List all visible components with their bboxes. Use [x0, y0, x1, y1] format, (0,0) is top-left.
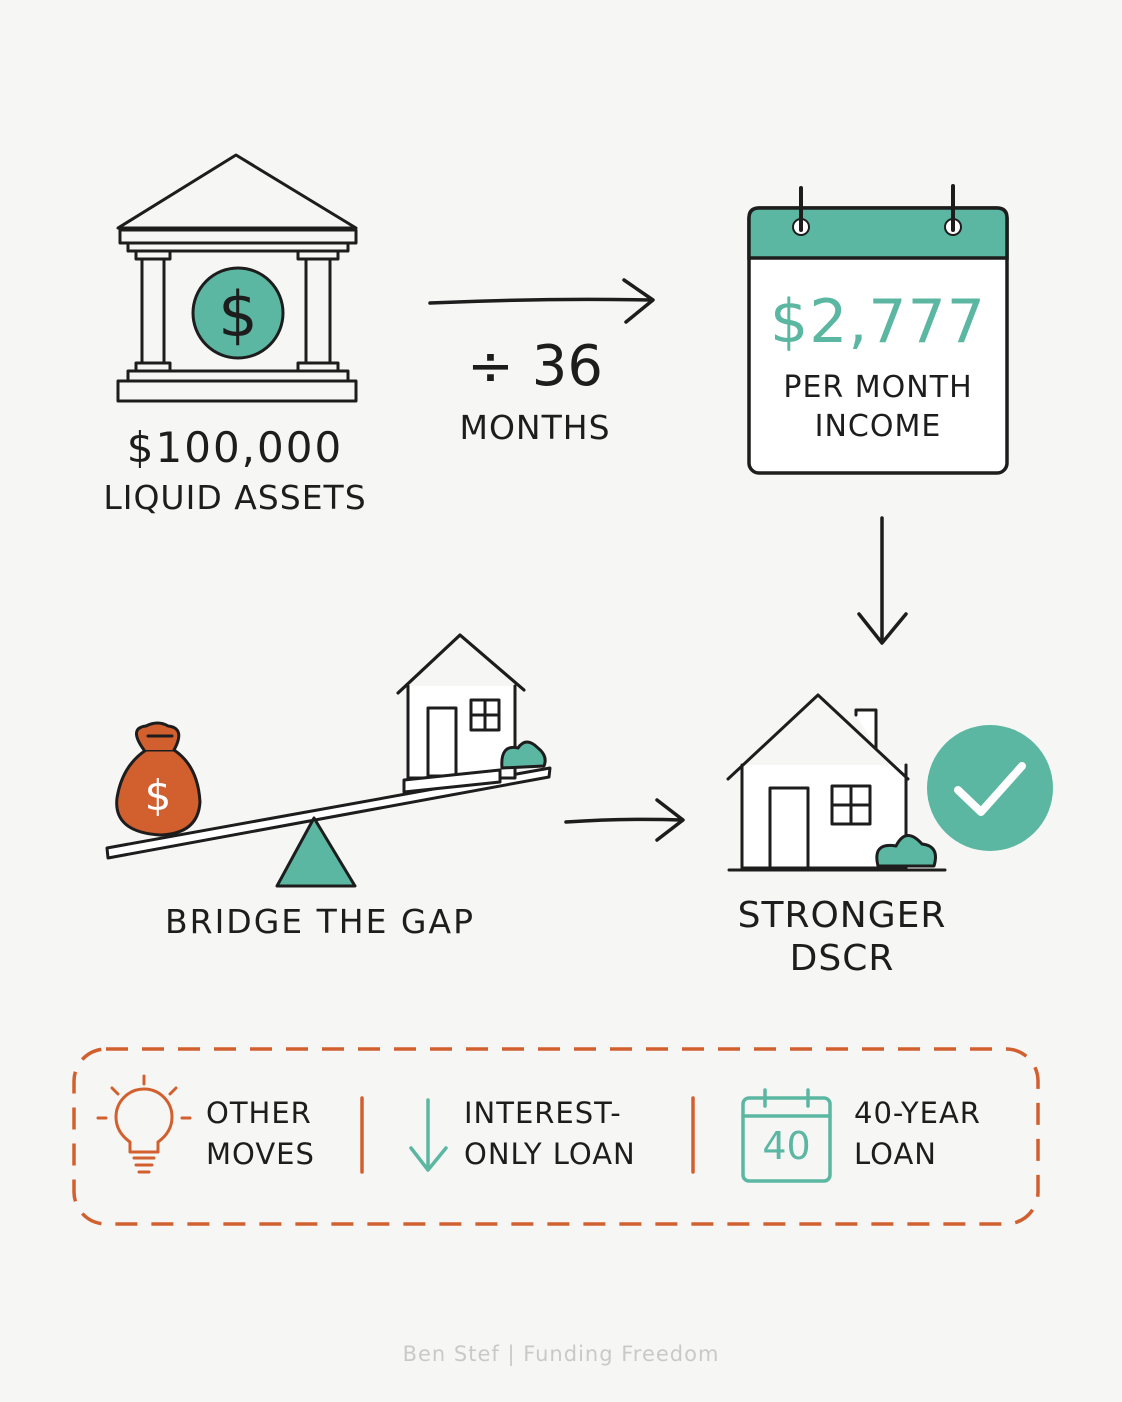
interest-only-text: INTEREST- ONLY LOAN: [464, 1093, 636, 1175]
assets-label: LIQUID ASSETS: [103, 478, 367, 517]
small-house-icon: [396, 633, 526, 695]
bag-dollar-icon: $: [145, 771, 172, 820]
house-icon: [726, 693, 947, 872]
other-moves-line1: OTHER: [206, 1096, 312, 1130]
arrow-right-icon: [428, 278, 655, 324]
calendar-40-badge: 40: [762, 1124, 811, 1168]
interest-only-line2: ONLY LOAN: [464, 1137, 636, 1171]
bridge-label: BRIDGE THE GAP: [165, 902, 475, 941]
assets-amount: $100,000: [126, 423, 344, 472]
seesaw-icon: [105, 633, 552, 888]
other-moves-text: OTHER MOVES: [206, 1093, 315, 1175]
interest-only-line1: INTEREST-: [464, 1096, 622, 1130]
income-amount: $2,777: [770, 287, 986, 357]
forty-year-line2: LOAN: [854, 1137, 937, 1171]
money-bag-icon: [115, 748, 202, 837]
dollar-sign-icon: $: [218, 278, 257, 351]
dscr-line1: STRONGER: [737, 895, 947, 936]
arrow-down-flow-icon: [857, 516, 908, 645]
calendar-40-icon: [741, 1088, 832, 1183]
forty-year-line1: 40-YEAR: [854, 1096, 981, 1130]
arrow-right-2-icon: [564, 798, 685, 842]
dscr-line2: DSCR: [789, 938, 895, 979]
other-moves-line2: MOVES: [206, 1137, 315, 1171]
income-line1: PER MONTH: [783, 370, 973, 405]
divide-operator: ÷ 36: [467, 334, 603, 399]
checkmark-icon: [927, 725, 1053, 851]
calendar-icon: [747, 184, 1009, 475]
divide-unit: MONTHS: [459, 408, 611, 447]
forty-year-text: 40-YEAR LOAN: [854, 1093, 981, 1175]
arrow-down-icon: [409, 1098, 448, 1172]
lightbulb-icon: [96, 1074, 192, 1174]
other-moves-box: [72, 1047, 1040, 1226]
bank-icon: [116, 153, 358, 403]
credit-footer: Ben Stef | Funding Freedom: [402, 1342, 720, 1366]
income-line2: INCOME: [814, 409, 942, 444]
